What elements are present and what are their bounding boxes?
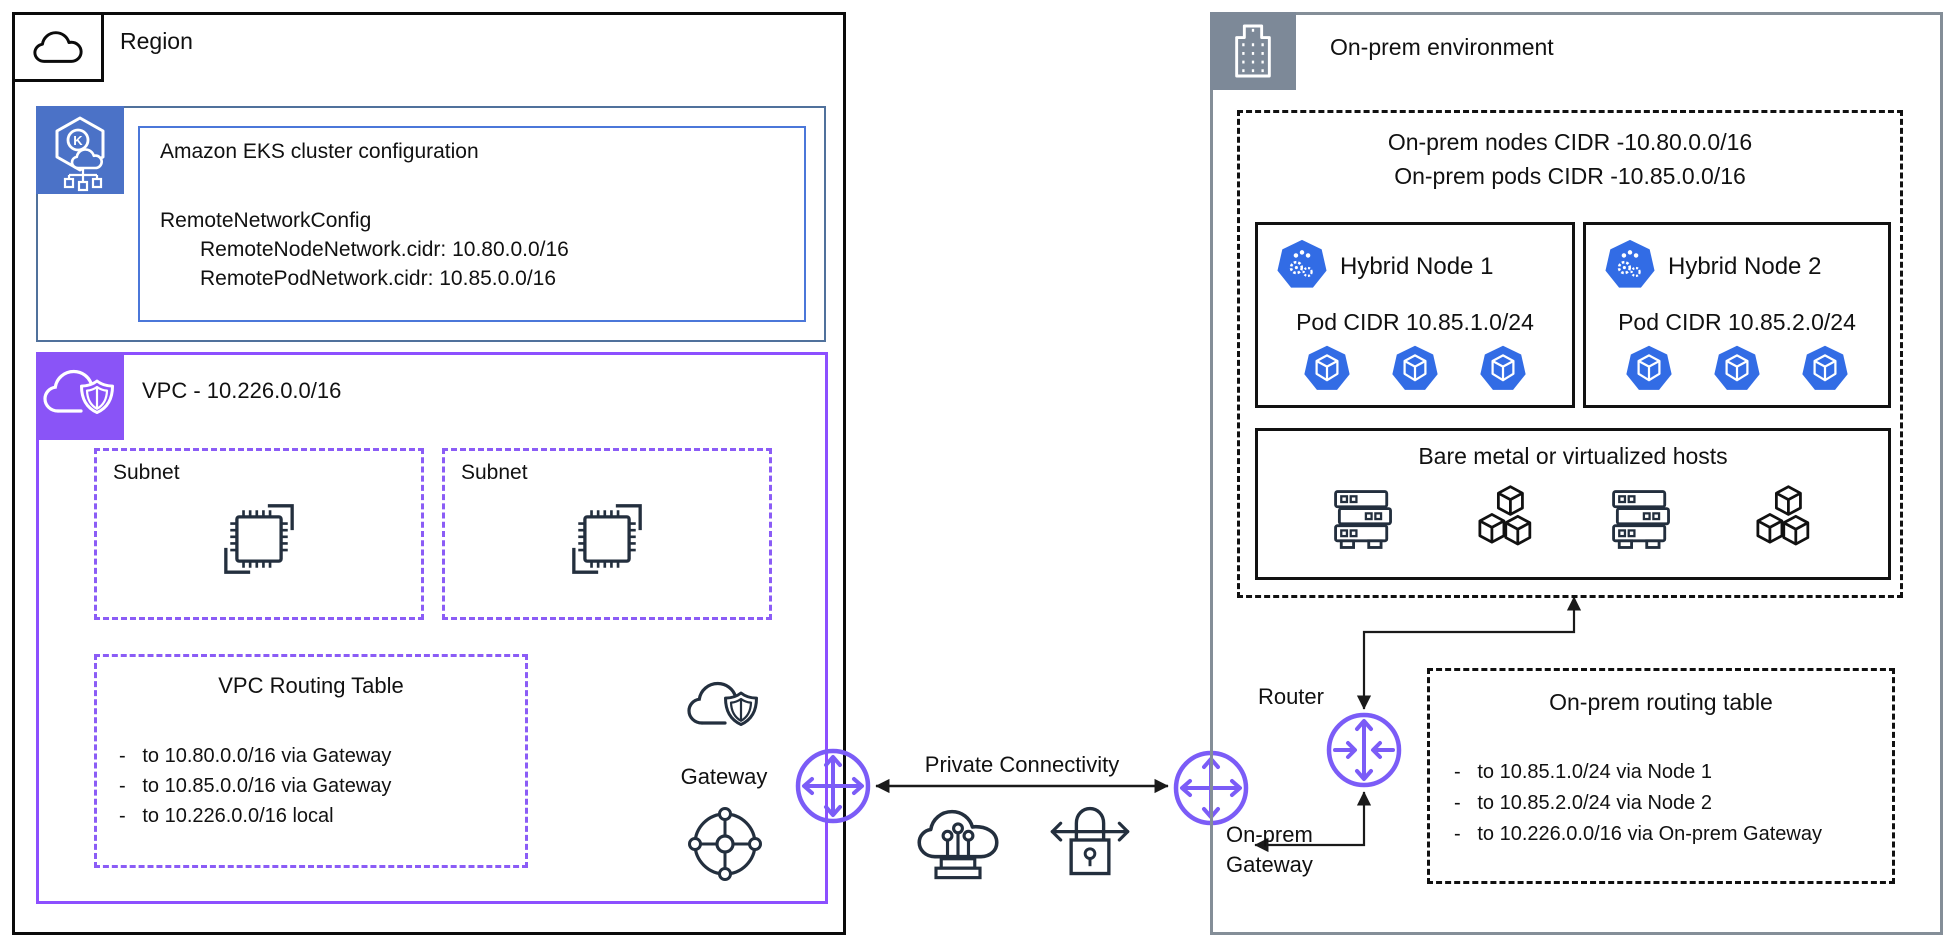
transit-hub-icon (687, 806, 763, 882)
vpc-container (36, 352, 828, 904)
eks-config-container (36, 106, 826, 342)
region-cloud-icon (32, 29, 84, 66)
server-rack-icon (1328, 484, 1400, 556)
vpc-cloud-shield-icon (685, 676, 763, 740)
pod-icon (1801, 345, 1849, 393)
kubernetes-node-icon (1604, 239, 1656, 291)
subnet-chip-icon (217, 497, 301, 581)
hybrid-node-2-box: Hybrid Node 2 Pod CIDR 10.85.2.0/24 (1583, 222, 1891, 408)
onprem-routes: - to 10.85.1.0/24 via Node 1 - to 10.85.… (1454, 757, 1822, 850)
aws-gateway-icon (793, 746, 873, 826)
cubes-icon (1466, 483, 1540, 557)
hybrid-node-pod-cidr: Pod CIDR 10.85.2.0/24 (1618, 309, 1856, 335)
private-connectivity-label: Private Connectivity (924, 752, 1120, 777)
vpc-routing-table-title: VPC Routing Table (218, 673, 404, 698)
pod-icon (1713, 345, 1761, 393)
onprem-route: - to 10.85.2.0/24 via Node 2 (1454, 792, 1712, 814)
remote-pod-network: RemotePodNetwork.cidr: 10.85.0.0/16 (200, 267, 557, 290)
onprem-container (1210, 12, 1943, 935)
subnet-label: Subnet (113, 461, 180, 484)
hosts-icons-row (1258, 483, 1888, 557)
eks-icon (36, 106, 124, 194)
region-header (12, 12, 104, 82)
hybrid-node-pod-cidr: Pod CIDR 10.85.1.0/24 (1296, 309, 1534, 335)
pod-icon (1625, 345, 1673, 393)
router-icon (1324, 710, 1404, 790)
subnet-box-2: Subnet (442, 448, 772, 620)
remote-node-network: RemoteNodeNetwork.cidr: 10.80.0.0/16 (200, 238, 569, 261)
vpc-route: - to 10.80.0.0/16 via Gateway (119, 745, 392, 767)
vpc-icon (36, 352, 124, 440)
onprem-routing-table: On-prem routing table - to 10.85.1.0/24 … (1427, 668, 1895, 884)
gateway-label: Gateway (680, 764, 768, 789)
onprem-nodes-cidr: On-prem nodes CIDR -10.80.0.0/16 (1387, 129, 1753, 155)
hybrid-node-name: Hybrid Node 1 (1340, 253, 1494, 280)
onprem-gateway-label-line1: On-prem (1226, 822, 1313, 847)
onprem-header (1210, 12, 1296, 90)
onprem-routing-table-title: On-prem routing table (1549, 689, 1773, 715)
pod-icon (1479, 345, 1527, 393)
subnet-box-1: Subnet (94, 448, 424, 620)
pods-row (1586, 345, 1888, 393)
vpc-routes: - to 10.80.0.0/16 via Gateway - to 10.85… (119, 741, 391, 831)
building-icon (1228, 22, 1278, 80)
region-container (12, 12, 846, 935)
server-rack-icon (1606, 484, 1678, 556)
hybrid-node-name: Hybrid Node 2 (1668, 253, 1822, 280)
remote-network-config: RemoteNetworkConfig (160, 209, 372, 232)
direct-connect-icon (914, 798, 1002, 886)
onprem-nodes-box: On-prem nodes CIDR -10.80.0.0/16 On-prem… (1237, 110, 1903, 598)
eks-config-title: Amazon EKS cluster configuration (160, 140, 479, 163)
pods-row (1258, 345, 1572, 393)
onprem-pods-cidr: On-prem pods CIDR -10.85.0.0/16 (1394, 163, 1746, 189)
pod-icon (1391, 345, 1439, 393)
hosts-title: Bare metal or virtualized hosts (1418, 443, 1728, 469)
hybrid-node-1-box: Hybrid Node 1 Pod CIDR 10.85.1.0/24 (1255, 222, 1575, 408)
subnet-chip-icon (565, 497, 649, 581)
onprem-route: - to 10.226.0.0/16 via On-prem Gateway (1454, 823, 1822, 845)
onprem-label: On-prem environment (1330, 34, 1554, 60)
hosts-box: Bare metal or virtualized hosts (1255, 428, 1891, 580)
onprem-route: - to 10.85.1.0/24 via Node 1 (1454, 761, 1712, 783)
eks-config-box (138, 126, 806, 322)
eks-config-text: RemoteNetworkConfig RemoteNodeNetwork.ci… (160, 206, 569, 293)
pod-icon (1303, 345, 1351, 393)
onprem-gateway-label-line2: Gateway (1226, 852, 1313, 877)
subnet-label: Subnet (461, 461, 528, 484)
vpc-route: - to 10.85.0.0/16 via Gateway (119, 775, 392, 797)
vpc-route: - to 10.226.0.0/16 local (119, 805, 334, 827)
region-label: Region (120, 28, 193, 54)
vpc-routing-table: VPC Routing Table - to 10.80.0.0/16 via … (94, 654, 528, 868)
vpc-title: VPC - 10.226.0.0/16 (142, 378, 342, 403)
kubernetes-node-icon (1276, 239, 1328, 291)
router-label: Router (1257, 684, 1324, 709)
cubes-icon (1744, 483, 1818, 557)
onprem-gateway-label: On-prem Gateway (1226, 820, 1313, 880)
vpn-lock-icon (1046, 796, 1134, 884)
